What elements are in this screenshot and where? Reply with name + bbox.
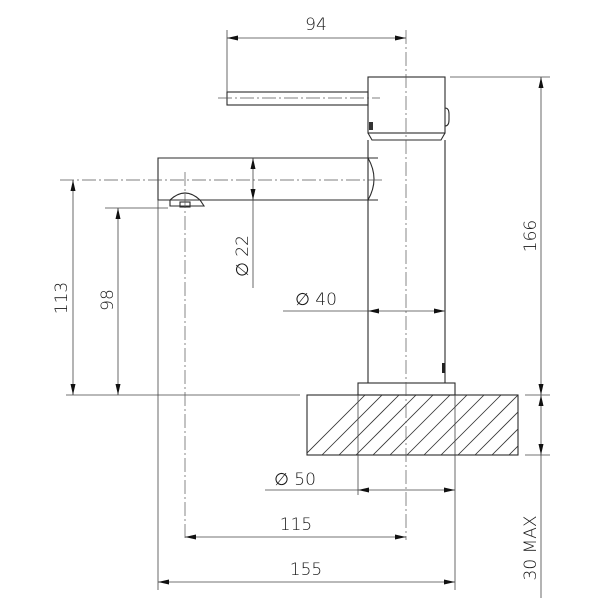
body-column <box>367 140 446 383</box>
dim-label-94: 94 <box>305 15 327 35</box>
spout <box>157 157 378 201</box>
centerlines <box>60 30 407 540</box>
dimension-overall-length: 155 <box>158 560 455 585</box>
countertop-section <box>66 394 550 456</box>
base-flange <box>357 382 456 396</box>
dimension-spout-outlet-height: 98 <box>98 208 121 395</box>
dimension-overall-height: 166 <box>521 77 544 395</box>
extension-lines <box>105 30 550 590</box>
dim-label-166: 166 <box>521 220 541 252</box>
dimension-max-deck-thickness: 30 MAX <box>521 395 544 598</box>
dim-label-dia-22: ∅ 22 <box>233 235 253 277</box>
dimension-lever-reach: 94 <box>227 15 406 41</box>
dimension-flange-diameter: ∅ 50 <box>265 470 455 493</box>
dim-label-30-max: 30 MAX <box>521 516 541 581</box>
dimension-spout-diameter: ∅ 22 <box>233 158 256 288</box>
dim-label-113: 113 <box>52 282 72 314</box>
dimension-body-diameter: ∅ 40 <box>283 290 445 314</box>
handle-cartridge-housing <box>367 76 450 141</box>
dimension-spout-centerline-height: 113 <box>52 180 76 395</box>
dim-label-155: 155 <box>290 560 322 580</box>
dimension-spout-reach: 115 <box>185 515 406 540</box>
dim-label-dia-40: ∅ 40 <box>295 290 337 310</box>
dim-label-dia-50: ∅ 50 <box>274 470 316 490</box>
dim-label-115: 115 <box>280 515 312 535</box>
dim-label-98: 98 <box>98 289 118 311</box>
lever-handle <box>226 91 369 106</box>
